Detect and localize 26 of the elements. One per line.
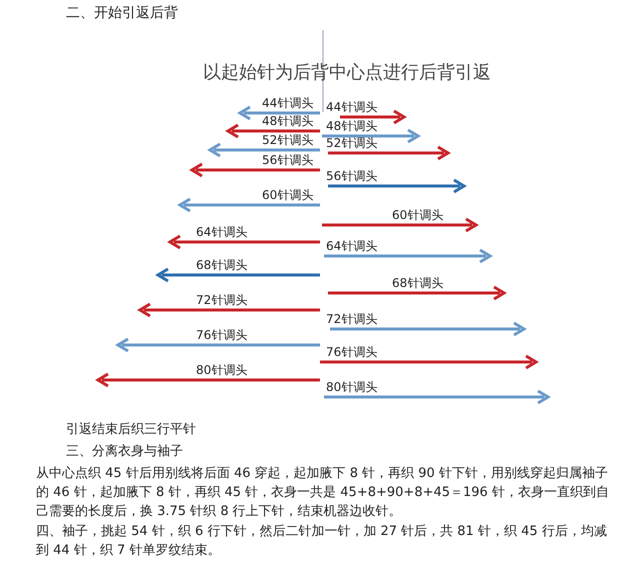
- row-label: 56针调头: [262, 153, 314, 167]
- row-label: 48针调头: [262, 114, 314, 128]
- row-label: 80针调头: [196, 363, 248, 377]
- row-label: 76针调头: [326, 345, 378, 359]
- row-label: 48针调头: [326, 119, 378, 133]
- row-label: 44针调头: [262, 96, 314, 110]
- row-label: 72针调头: [326, 312, 378, 326]
- row-label: 52针调头: [262, 133, 314, 147]
- row-label: 60针调头: [262, 188, 314, 202]
- paragraph: 四、袖子，挑起 54 针，织 6 行下针，然后二针加一针，加 27 针后，共 81 针，织 45 行后，均减到 44 针，织 7 针单罗纹结束。: [36, 523, 608, 560]
- row-label: 76针调头: [196, 328, 248, 342]
- section-heading: 三、分离衣身与袖子: [66, 443, 183, 461]
- row-label: 80针调头: [326, 380, 378, 394]
- row-label: 56针调头: [326, 169, 378, 183]
- row-label: 64针调头: [326, 239, 378, 253]
- row-label: 44针调头: [326, 100, 378, 114]
- diagram-subtitle: 以起始针为后背中心点进行后背引返: [203, 61, 491, 84]
- row-label: 64针调头: [196, 225, 248, 239]
- section-heading: 二、开始引返后背: [66, 4, 178, 22]
- row-label: 68针调头: [196, 258, 248, 272]
- row-label: 68针调头: [392, 276, 444, 290]
- paragraph: 从中心点织 45 针后用别线将后面 46 穿起，起加腋下 8 针，再织 90 针下针，用别线穿起归属袖子的 46 针，起加腋下 8 针，再织 45 针，衣身一共是 45+8+90+8+45＝196 针，衣身一直织到自己需要的长度后，换 3.75 针织 8 行上下针，结束机器边收针。: [36, 465, 610, 521]
- note-text: 引返结束后织三行平针: [66, 421, 196, 439]
- row-label: 72针调头: [196, 293, 248, 307]
- row-label: 60针调头: [392, 208, 444, 222]
- row-label: 52针调头: [326, 136, 378, 150]
